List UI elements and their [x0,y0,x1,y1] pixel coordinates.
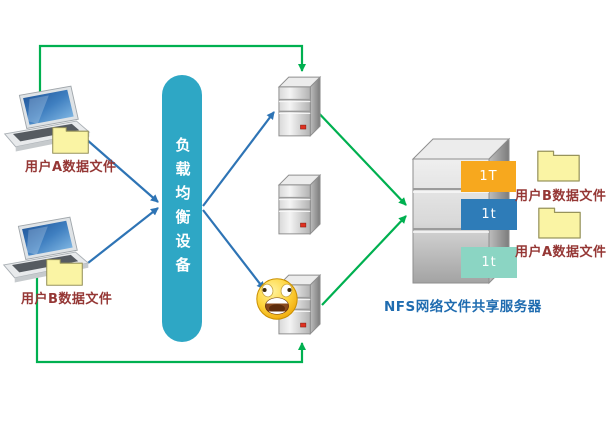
folder-icon [537,146,580,183]
storage-block-1t-orange: 1T [461,161,516,192]
server-tower-icon [276,74,323,139]
load-balancer-label: 负载均衡设备 [173,136,192,281]
wire-lb-to-server1 [202,111,275,207]
storage-block-label: 1T [479,169,498,184]
wire-server1-to-nfs [312,106,407,206]
wire-lb-to-server3 [202,209,265,290]
server-tower-icon [276,172,323,237]
client-b-label: 用户B数据文件 [21,292,113,307]
nfs-server-label: NFS网络文件共享服务器 [384,299,542,315]
wire-clientA-to-lb [85,138,159,203]
folder-icon [52,122,89,156]
folder-icon [538,203,581,240]
angry-face-icon [256,278,298,320]
wire-server3-to-nfs [321,215,407,306]
wire-clientA-to-server1 [38,44,306,100]
wire-clientB-to-lb [87,207,159,264]
storage-block-label: 1t [481,207,497,222]
output-a-label: 用户A数据文件 [515,245,607,260]
load-balancer-node: 负载均衡设备 [162,75,202,342]
storage-block-1t-blue: 1t [461,199,517,230]
storage-block-1t-teal: 1t [461,247,517,278]
wire-clientB-to-server3 [35,274,306,364]
storage-block-label: 1t [481,255,497,270]
folder-icon [46,254,83,288]
client-a-label: 用户A数据文件 [25,160,117,175]
output-b-label: 用户B数据文件 [515,189,607,204]
